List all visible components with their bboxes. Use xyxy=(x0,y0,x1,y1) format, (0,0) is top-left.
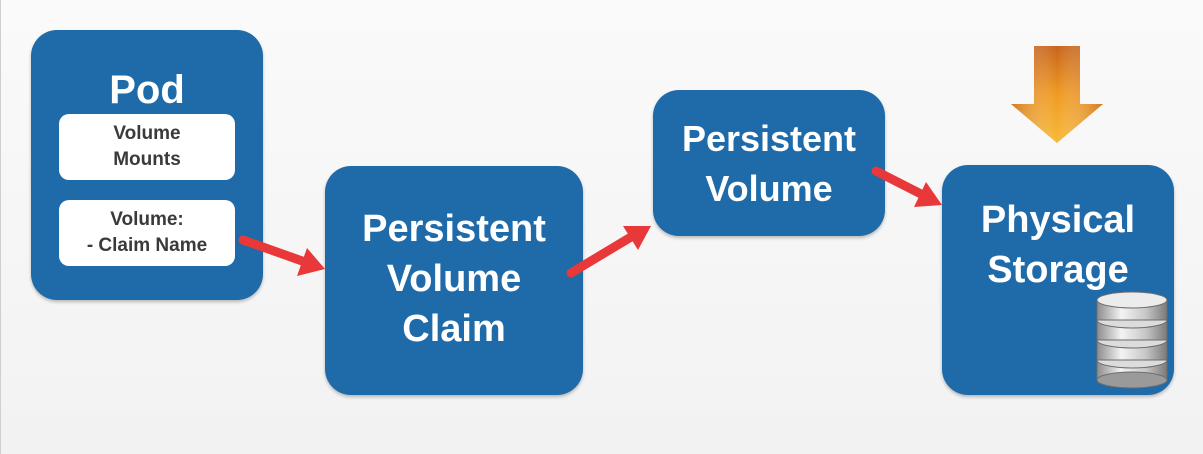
storage-line-2: Storage xyxy=(987,249,1129,291)
pod-box: Pod Volume Mounts Volume: - Claim Name xyxy=(31,30,263,300)
arrow-pv-to-storage xyxy=(871,166,942,207)
pvc-line-1: Persistent xyxy=(362,208,546,250)
volume-mounts-line-1: Volume xyxy=(113,123,181,144)
volume-mounts-line-2: Mounts xyxy=(113,149,181,170)
volume-mounts-box: Volume Mounts xyxy=(59,114,235,180)
pv-line-2: Volume xyxy=(705,168,833,209)
pod-title: Pod xyxy=(109,68,185,112)
pvc-label: Persistent Volume Claim xyxy=(325,204,583,354)
arrow-pvc-to-pv xyxy=(566,226,651,278)
persistent-volume-claim-box: Persistent Volume Claim xyxy=(325,166,583,395)
persistent-volume-box: Persistent Volume xyxy=(653,90,885,236)
pvc-line-2: Volume xyxy=(386,258,522,300)
volume-claim-line-2: - Claim Name xyxy=(86,235,208,256)
down-arrow-icon xyxy=(1011,46,1103,143)
volume-claim-box: Volume: - Claim Name xyxy=(59,200,235,266)
storage-line-1: Physical xyxy=(980,199,1136,241)
database-icon xyxy=(1096,291,1168,389)
pv-label: Persistent Volume xyxy=(653,114,885,214)
pvc-line-3: Claim xyxy=(402,308,506,350)
arrow-pod-to-pvc xyxy=(238,235,325,276)
volume-claim-line-1: Volume: xyxy=(110,209,184,230)
storage-label: Physical Storage xyxy=(942,195,1174,295)
pv-line-1: Persistent xyxy=(681,118,857,159)
